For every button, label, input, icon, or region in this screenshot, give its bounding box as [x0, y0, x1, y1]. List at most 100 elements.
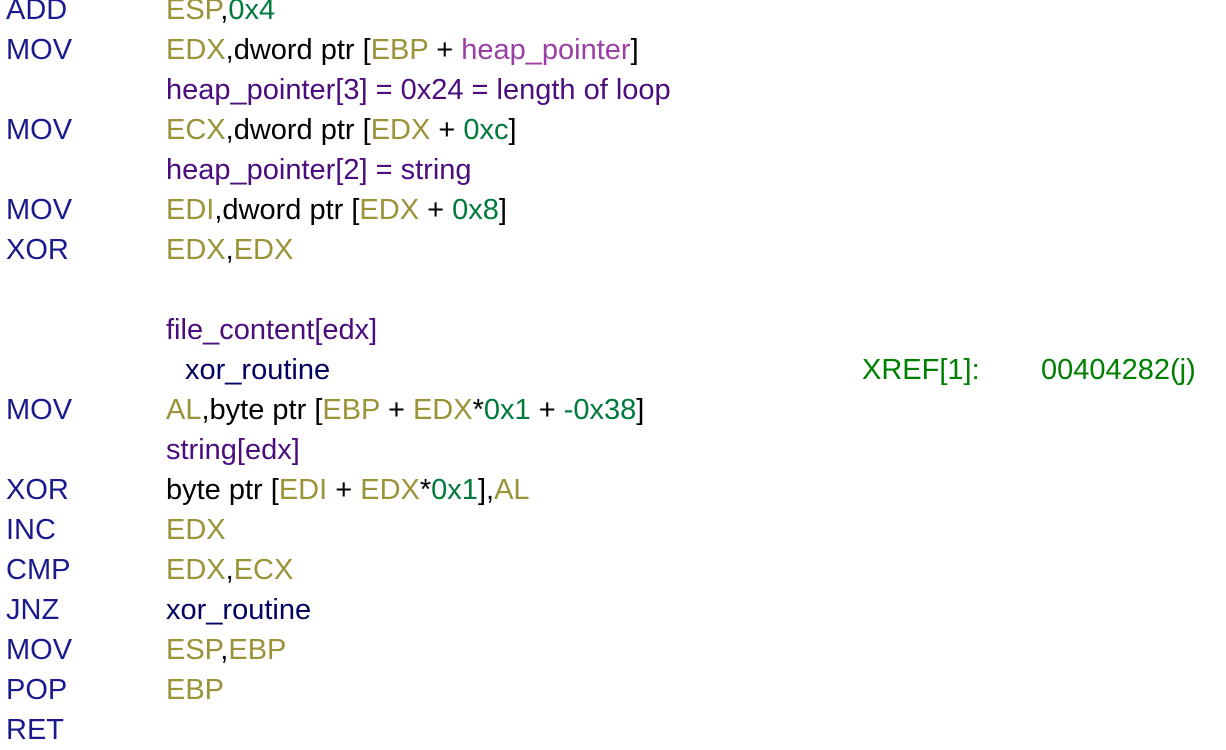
- instruction-line[interactable]: XOR EDX,EDX: [0, 230, 1226, 270]
- instruction-line[interactable]: RET: [0, 710, 1226, 750]
- mnemonic[interactable]: MOV: [6, 194, 73, 226]
- instruction-line[interactable]: MOV EDX,dword ptr [EBP + heap_pointer]: [0, 30, 1226, 70]
- number-token: 0x8: [452, 194, 499, 226]
- comment-line[interactable]: heap_pointer[2] = string: [0, 150, 1226, 190]
- variable-token[interactable]: heap_pointer: [461, 34, 631, 66]
- operands[interactable]: EDI,dword ptr [EDX + 0x8]: [166, 190, 507, 230]
- syntax-token: ,: [225, 234, 234, 266]
- instruction-line[interactable]: MOV ESP,EBP: [0, 630, 1226, 670]
- instruction-line[interactable]: MOV ECX,dword ptr [EDX + 0xc]: [0, 110, 1226, 150]
- syntax-token: *: [419, 474, 432, 506]
- number-token: 0xc: [463, 114, 509, 146]
- blank-line[interactable]: [0, 270, 1226, 310]
- register-token[interactable]: EDX: [166, 514, 226, 546]
- comment-text: heap_pointer[2] = string: [166, 154, 472, 186]
- code-label[interactable]: xor_routine: [185, 354, 331, 386]
- label-reference[interactable]: xor_routine: [166, 594, 312, 626]
- mnemonic[interactable]: JNZ: [6, 594, 60, 626]
- instruction-line[interactable]: XOR byte ptr [EDI + EDX*0x1],AL: [0, 470, 1226, 510]
- register-token[interactable]: AL: [166, 394, 202, 426]
- mnemonic[interactable]: XOR: [6, 474, 69, 506]
- comment-line[interactable]: file_content[edx]: [0, 310, 1226, 350]
- syntax-token: ],: [477, 474, 495, 506]
- number-token: -0x38: [563, 394, 637, 426]
- instruction-line[interactable]: ADD ESP,0x4: [0, 0, 1226, 30]
- instruction-line[interactable]: POP EBP: [0, 670, 1226, 710]
- instruction-line[interactable]: CMP EDX,ECX: [0, 550, 1226, 590]
- syntax-token: ,dword ptr [: [225, 34, 371, 66]
- register-token[interactable]: EDI: [166, 194, 215, 226]
- mnemonic[interactable]: RET: [6, 714, 64, 746]
- comment-text: heap_pointer[3] = 0x24 = length of loop: [166, 74, 671, 106]
- register-token[interactable]: EDX: [166, 554, 226, 586]
- operands[interactable]: ECX,dword ptr [EDX + 0xc]: [166, 110, 517, 150]
- register-token[interactable]: EDX: [360, 474, 420, 506]
- operands[interactable]: xor_routine: [166, 590, 311, 630]
- register-token[interactable]: ESP: [166, 0, 221, 26]
- register-token[interactable]: EDX: [166, 234, 226, 266]
- comment-line[interactable]: heap_pointer[3] = 0x24 = length of loop: [0, 70, 1226, 110]
- comment-text: file_content[edx]: [166, 314, 378, 346]
- register-token[interactable]: EDX: [370, 114, 431, 146]
- mnemonic[interactable]: POP: [6, 674, 68, 706]
- register-token[interactable]: EBP: [370, 34, 429, 66]
- syntax-token: ]: [498, 194, 507, 226]
- mnemonic[interactable]: MOV: [6, 394, 73, 426]
- syntax-token: ]: [630, 34, 639, 66]
- register-token[interactable]: ECX: [233, 554, 294, 586]
- comment-line[interactable]: string[edx]: [0, 430, 1226, 470]
- mnemonic[interactable]: CMP: [6, 554, 71, 586]
- syntax-token: ,: [225, 554, 234, 586]
- instruction-line[interactable]: MOV EDI,dword ptr [EDX + 0x8]: [0, 190, 1226, 230]
- operands[interactable]: ESP,0x4: [166, 0, 275, 30]
- syntax-token: +: [379, 394, 413, 426]
- syntax-token: *: [472, 394, 484, 426]
- operands[interactable]: EDX,ECX: [166, 550, 293, 590]
- syntax-token: ,dword ptr [: [225, 114, 371, 146]
- register-token[interactable]: ECX: [166, 114, 226, 146]
- register-token[interactable]: EDX: [233, 234, 294, 266]
- instruction-line[interactable]: JNZ xor_routine: [0, 590, 1226, 630]
- syntax-token: +: [419, 194, 453, 226]
- operands[interactable]: EBP: [166, 670, 224, 710]
- mnemonic[interactable]: MOV: [6, 114, 73, 146]
- register-token[interactable]: EBP: [166, 674, 225, 706]
- register-token[interactable]: EDX: [412, 394, 473, 426]
- xref-address-link[interactable]: 00404282(j): [1041, 354, 1196, 386]
- operands[interactable]: EDX,dword ptr [EBP + heap_pointer]: [166, 30, 639, 70]
- syntax-token: ,dword ptr [: [214, 194, 360, 226]
- syntax-token: ,: [220, 0, 229, 26]
- operands[interactable]: EDX: [166, 510, 226, 550]
- operands[interactable]: ESP,EBP: [166, 630, 286, 670]
- syntax-token: ]: [636, 394, 645, 426]
- mnemonic[interactable]: INC: [6, 514, 56, 546]
- instruction-line[interactable]: MOV AL,byte ptr [EBP + EDX*0x1 + -0x38]: [0, 390, 1226, 430]
- register-token[interactable]: EDX: [359, 194, 420, 226]
- register-token[interactable]: EDX: [166, 34, 226, 66]
- instruction-line[interactable]: INC EDX: [0, 510, 1226, 550]
- comment-text: string[edx]: [166, 434, 300, 466]
- number-token: 0x1: [431, 474, 478, 506]
- register-token[interactable]: EBP: [322, 394, 380, 426]
- syntax-token: +: [327, 474, 361, 506]
- register-token[interactable]: AL: [494, 474, 530, 506]
- syntax-token: ,: [220, 634, 229, 666]
- operands[interactable]: AL,byte ptr [EBP + EDX*0x1 + -0x38]: [166, 390, 644, 430]
- syntax-token: ,byte ptr [: [201, 394, 323, 426]
- operands[interactable]: byte ptr [EDI + EDX*0x1],AL: [166, 470, 530, 510]
- mnemonic[interactable]: MOV: [6, 634, 73, 666]
- mnemonic[interactable]: ADD: [6, 0, 68, 26]
- syntax-token: byte ptr [: [166, 474, 279, 506]
- mnemonic[interactable]: XOR: [6, 234, 69, 266]
- register-token[interactable]: ESP: [166, 634, 221, 666]
- mnemonic[interactable]: MOV: [6, 34, 73, 66]
- register-token[interactable]: EBP: [228, 634, 287, 666]
- syntax-token: +: [430, 114, 464, 146]
- operands[interactable]: EDX,EDX: [166, 230, 293, 270]
- number-token: 0x1: [483, 394, 531, 426]
- register-token[interactable]: EDI: [278, 474, 328, 506]
- syntax-token: +: [428, 34, 462, 66]
- number-token: 0x4: [228, 0, 276, 26]
